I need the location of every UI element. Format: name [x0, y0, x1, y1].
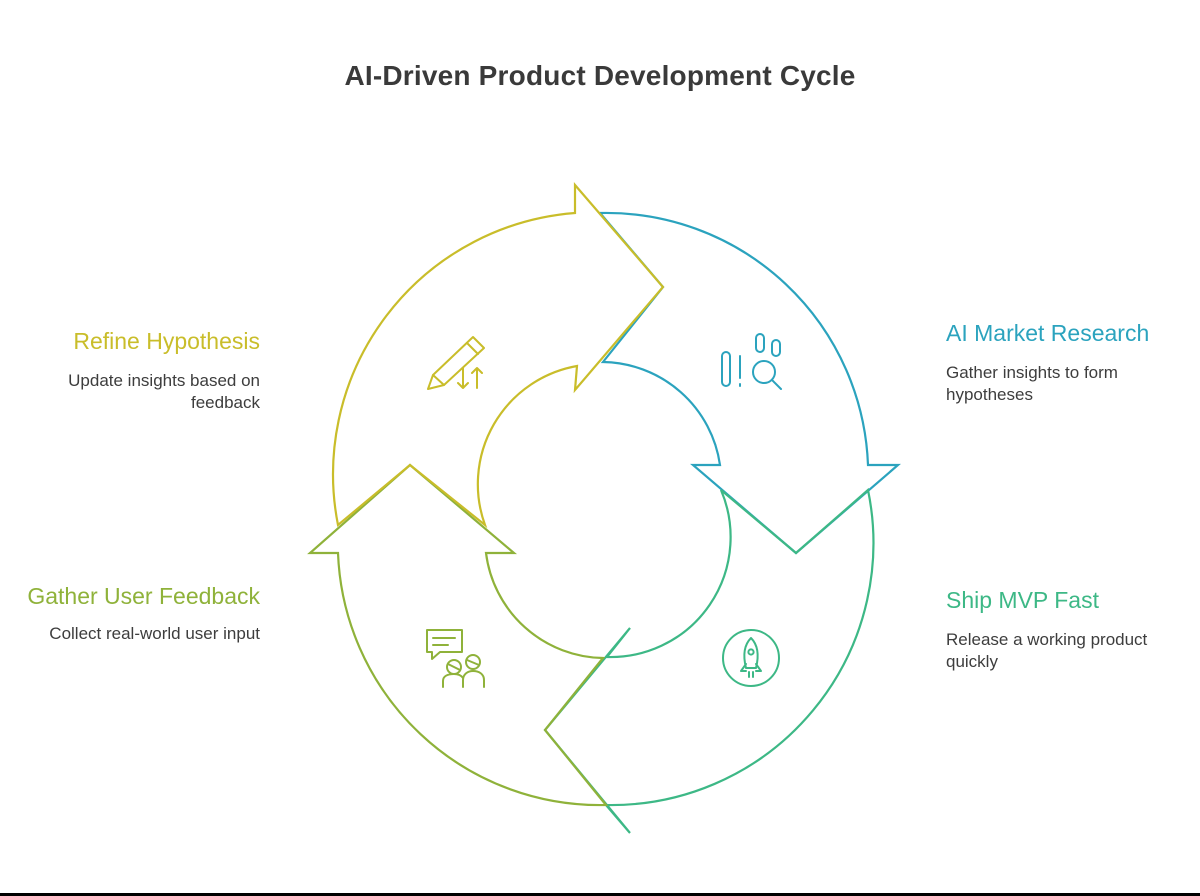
market-research-arrow [597, 211, 901, 555]
ship-mvp-arrow [543, 487, 875, 834]
refine-hypothesis-label: Refine Hypothesis Update insights based … [20, 326, 260, 414]
gather-feedback-description: Collect real-world user input [49, 624, 260, 643]
pencil-edit-icon [427, 336, 485, 390]
market-research-icon [721, 333, 782, 390]
refine-hypothesis-description: Update insights based on feedback [68, 371, 260, 412]
bottom-divider [0, 893, 1200, 896]
ship-mvp-label: Ship MVP Fast Release a working product … [946, 585, 1186, 673]
market-research-label: AI Market Research Gather insights to fo… [946, 318, 1186, 406]
ship-mvp-description: Release a working product quickly [946, 630, 1148, 671]
gather-feedback-title: Gather User Feedback [27, 583, 260, 609]
gather-feedback-arrow [307, 463, 609, 807]
rocket-icon [722, 629, 780, 687]
gather-feedback-label: Gather User Feedback Collect real-world … [20, 581, 260, 645]
diagram-title: AI-Driven Product Development Cycle [344, 60, 856, 91]
refine-hypothesis-arrow [331, 182, 665, 529]
user-feedback-icon [426, 629, 485, 688]
ship-mvp-title: Ship MVP Fast [946, 587, 1099, 613]
market-research-description: Gather insights to form hypotheses [946, 363, 1118, 404]
market-research-title: AI Market Research [946, 320, 1150, 346]
refine-hypothesis-title: Refine Hypothesis [73, 328, 260, 354]
